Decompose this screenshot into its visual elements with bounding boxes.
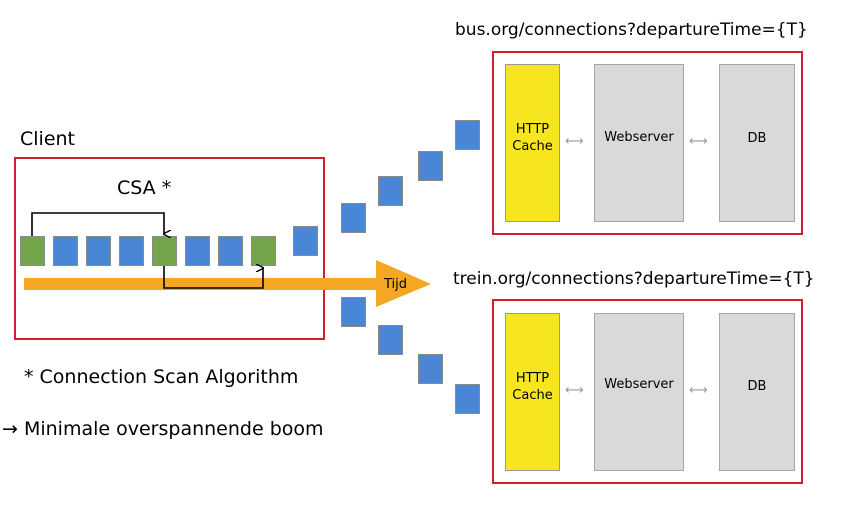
data-packet <box>455 120 480 150</box>
data-packet <box>378 176 403 206</box>
cache-label-line1: HTTP <box>515 122 550 137</box>
server-box-trein <box>492 299 803 484</box>
data-packet <box>341 203 366 233</box>
double-arrow-icon: ⟷ <box>689 383 708 398</box>
connection-block <box>86 236 111 266</box>
http-cache-bus: HTTP Cache <box>505 64 560 222</box>
cache-label-line1: HTTP <box>515 371 550 386</box>
server-url-trein: trein.org/connections?departureTime={T} <box>453 269 815 289</box>
data-packet <box>341 297 366 327</box>
connection-block <box>119 236 144 266</box>
data-packet <box>378 325 403 355</box>
server-url-bus: bus.org/connections?departureTime={T} <box>455 20 808 40</box>
client-box <box>14 157 325 340</box>
db-bus: DB <box>719 64 795 222</box>
data-packet <box>455 384 480 414</box>
connection-block <box>20 236 45 266</box>
db-label: DB <box>747 379 767 394</box>
cache-label-line2: Cache <box>512 139 553 154</box>
webserver-label: Webserver <box>604 377 674 392</box>
csa-label: CSA * <box>117 177 172 199</box>
cache-label-line2: Cache <box>512 388 553 403</box>
double-arrow-icon: ⟷ <box>565 134 584 149</box>
webserver-trein: Webserver <box>594 313 684 471</box>
webserver-label: Webserver <box>604 130 674 145</box>
webserver-bus: Webserver <box>594 64 684 222</box>
footnote-csa: * Connection Scan Algorithm <box>24 366 299 388</box>
footnote-tree: → Minimale overspannende boom <box>2 418 324 440</box>
double-arrow-icon: ⟷ <box>565 383 584 398</box>
connection-block <box>53 236 78 266</box>
server-box-bus <box>492 51 803 235</box>
double-arrow-icon: ⟷ <box>689 134 708 149</box>
client-title: Client <box>20 128 76 150</box>
connection-block <box>251 236 276 266</box>
data-packet <box>293 226 318 256</box>
data-packet <box>418 151 443 181</box>
db-label: DB <box>747 131 767 146</box>
data-packet <box>418 354 443 384</box>
connection-block <box>218 236 243 266</box>
db-trein: DB <box>719 313 795 471</box>
time-label: Tijd <box>384 277 408 292</box>
connection-block <box>185 236 210 266</box>
http-cache-trein: HTTP Cache <box>505 313 560 471</box>
